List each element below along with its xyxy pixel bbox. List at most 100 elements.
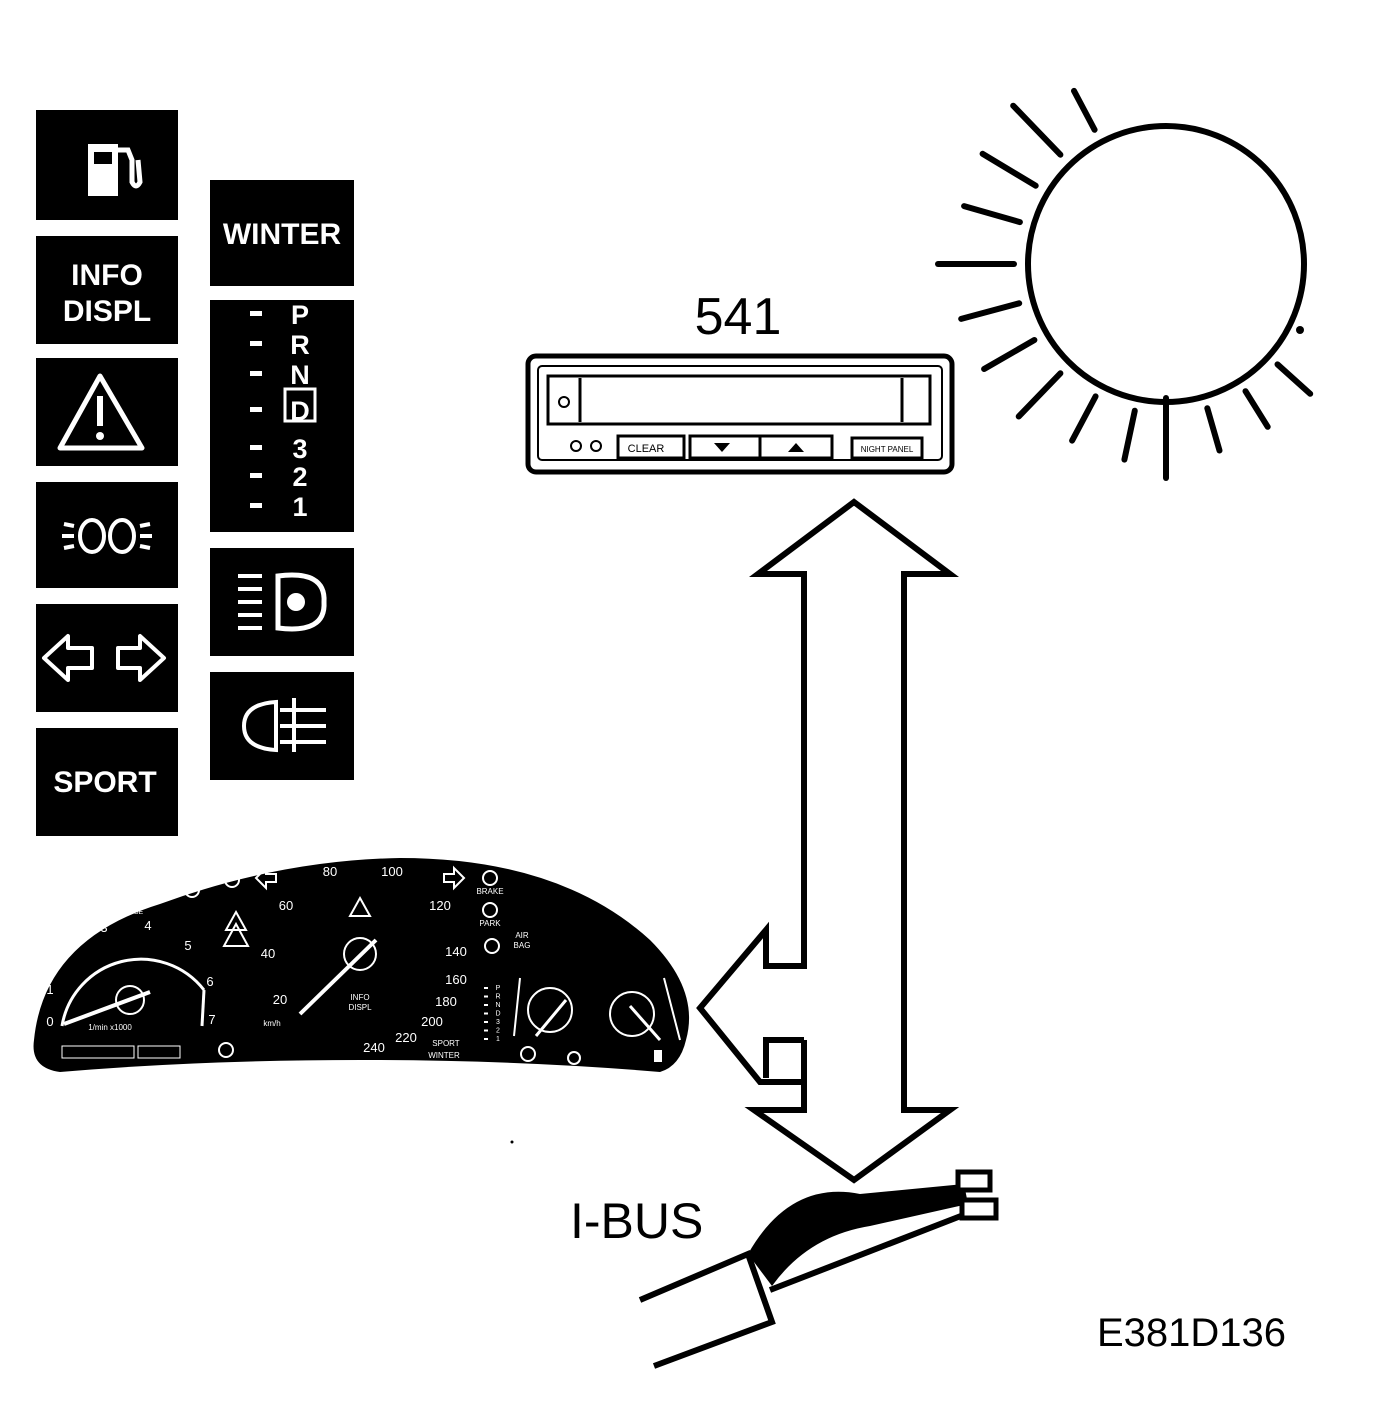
- gear-label-3: 3: [292, 434, 307, 464]
- cluster-gear-dash: [484, 1021, 488, 1023]
- sun-ray: [1274, 361, 1314, 397]
- cluster-gear-dash: [484, 1038, 488, 1040]
- turn-signal-tile: [36, 604, 178, 712]
- temperature-gauge: [513, 977, 573, 1037]
- rpm-tick-label: 3: [100, 920, 107, 935]
- sport-tile: SPORT: [36, 728, 178, 836]
- gear-dash: [250, 407, 262, 412]
- rpm-tick-label: 7: [208, 1012, 215, 1027]
- turn-signal-arrows-icon: [42, 634, 166, 682]
- cluster-gear-dash: [484, 1004, 488, 1006]
- bus-label: I-BUS: [570, 1193, 703, 1249]
- speed-tick-label: 240: [363, 1040, 385, 1055]
- fuel-pump-icon: [88, 144, 143, 196]
- rpm-tick-label: 4: [144, 918, 151, 933]
- clear-button-label: CLEAR: [628, 443, 665, 455]
- sun-ray: [979, 150, 1039, 189]
- cluster-warning-lamps: BRAKE PARK AIR BAG: [184, 865, 531, 954]
- sun-ray: [958, 300, 1023, 322]
- speed-tick-label: 180: [435, 994, 457, 1009]
- parking-lights-tile: [36, 482, 178, 588]
- cluster-gear-dash: [484, 987, 488, 989]
- gear-dash: [250, 445, 262, 450]
- gear-dash: [250, 371, 262, 376]
- gear-label-2: 2: [292, 462, 307, 492]
- display-unit-number: 541: [695, 288, 782, 346]
- warning-triangle-icon: [57, 373, 145, 451]
- sun-ray: [1121, 407, 1138, 463]
- cluster-foglight-icon: [184, 882, 200, 898]
- cluster-gear-label: R: [495, 994, 500, 1001]
- cluster-displ-label: DISPL: [348, 1003, 372, 1012]
- speed-tick-label: 120: [429, 898, 451, 913]
- speed-tick-label: 160: [445, 972, 467, 987]
- speed-tick-label: 20: [273, 992, 287, 1007]
- speed-tick-label: 200: [421, 1014, 443, 1029]
- clear-button: CLEAR: [616, 434, 686, 460]
- sun-ray: [1204, 405, 1223, 454]
- cluster-highbeam-icon: [224, 872, 240, 888]
- cluster-fuel-icon: [654, 1050, 662, 1062]
- cluster-sport-label: SPORT: [432, 1039, 460, 1048]
- display-unit-541: 541 CLEAR NIGHT PANEL: [525, 288, 955, 475]
- ibus-cable: I-BUS: [570, 1169, 999, 1369]
- rpm-unit-label: 1/min x1000: [88, 1023, 132, 1032]
- rpm-tick-label: 6: [206, 974, 213, 989]
- up-button: [758, 434, 834, 460]
- sun-ray: [1010, 102, 1064, 158]
- selected-gear-frame: [283, 387, 317, 423]
- cluster-left-arrow-icon: [254, 865, 277, 891]
- night-panel-button-label: NIGHT PANEL: [861, 445, 914, 454]
- rpm-tick-label: 1: [46, 982, 53, 997]
- gear-label-n: N: [290, 360, 310, 390]
- bag-label: BAG: [514, 941, 531, 950]
- cluster-gear-dash: [484, 1029, 488, 1032]
- cluster-right-arrow-icon: [443, 865, 466, 891]
- parking-lights-icon: [62, 518, 152, 554]
- data-flow-arrow: [696, 498, 960, 1184]
- sun-icon: [935, 87, 1314, 481]
- winter-tile: WINTER: [210, 180, 354, 286]
- rpm-tick-label: 5: [184, 938, 191, 953]
- tachometer-needle: [63, 990, 151, 1026]
- chevron-down-icon: [714, 443, 730, 452]
- speed-tick-label: 220: [395, 1030, 417, 1045]
- cluster-info-label: INFO: [350, 993, 369, 1002]
- cluster-gear-dash: [484, 1012, 488, 1015]
- rpm-tick-label: 2: [62, 942, 69, 957]
- speed-tick-label: 40: [261, 946, 275, 961]
- fuel-indicator-tile: [36, 110, 178, 220]
- air-label: AIR: [515, 931, 529, 940]
- cruise-label: CRUISE: [117, 909, 144, 916]
- sport-label: SPORT: [53, 766, 156, 799]
- sun-ray: [1242, 388, 1271, 430]
- rear-fog-light-icon: [241, 698, 326, 753]
- sun-ray: [981, 337, 1038, 372]
- gear-dash: [250, 311, 262, 316]
- cluster-winter-label: WINTER: [428, 1051, 460, 1060]
- speed-tick-label: 80: [323, 864, 337, 879]
- gear-dash: [250, 503, 262, 508]
- high-beam-icon: [238, 572, 327, 632]
- gear-label-r: R: [290, 330, 310, 360]
- high-beam-tile: [210, 548, 354, 656]
- info-display-tile: INFO DISPL: [36, 236, 178, 344]
- gear-label-1: 1: [292, 492, 307, 522]
- speedometer-needle: [298, 938, 378, 1016]
- sun-ray: [1015, 370, 1064, 420]
- sun-ray: [961, 203, 1023, 226]
- brake-label: BRAKE: [476, 887, 503, 896]
- gear-dash: [250, 341, 262, 346]
- odometer-display: [61, 1042, 581, 1065]
- displ-label: DISPL: [63, 295, 151, 328]
- rpm-tick-label: 0: [46, 1014, 53, 1029]
- down-button: [688, 434, 762, 460]
- park-label: PARK: [479, 919, 501, 928]
- cluster-gear-label: 2: [496, 1028, 500, 1035]
